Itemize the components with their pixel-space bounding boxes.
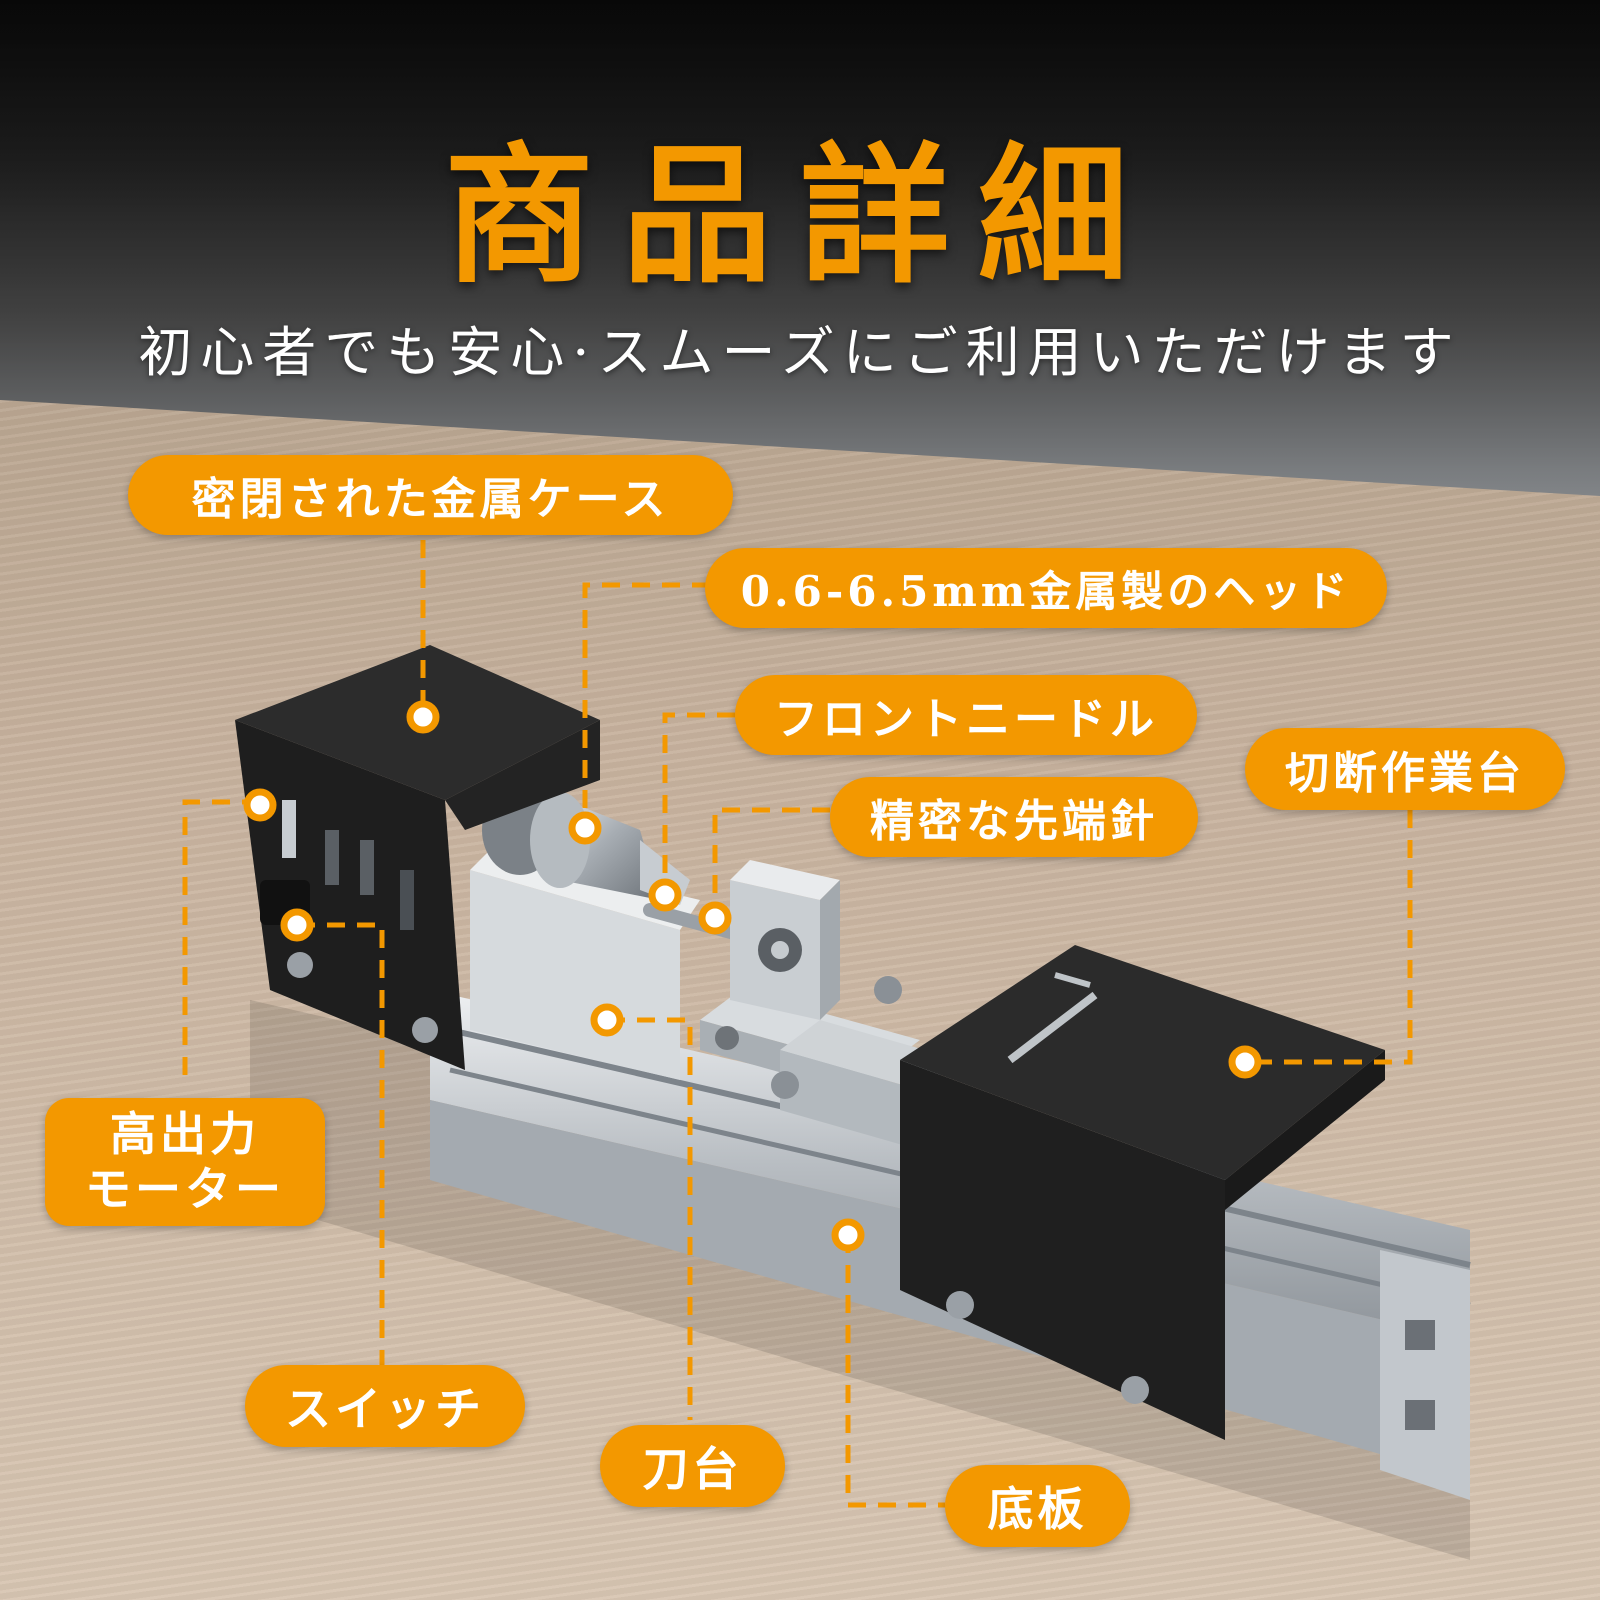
callout-head: 0.6-6.5mm金属製のヘッド bbox=[705, 548, 1387, 628]
tailstock bbox=[730, 860, 840, 1020]
callout-tool-rest: 刀台 bbox=[600, 1425, 785, 1507]
callout-precision-needle: 精密な先端針 bbox=[830, 777, 1198, 857]
callout-motor-line1: 高出力 bbox=[110, 1106, 260, 1161]
callout-front-needle: フロントニードル bbox=[735, 675, 1197, 755]
callout-motor-line2: モーター bbox=[85, 1162, 285, 1216]
callout-cutting-table: 切断作業台 bbox=[1245, 728, 1565, 810]
page-subtitle: 初心者でも安心·スムーズにご利用いただけます bbox=[138, 321, 1462, 384]
page-title: 商品詳細 bbox=[443, 128, 1156, 304]
callout-anchor-dots bbox=[243, 700, 1262, 1252]
callout-metal-case: 密閉された金属ケース bbox=[128, 455, 733, 535]
callout-leader-lines bbox=[182, 540, 1413, 1508]
callout-base-plate: 底板 bbox=[945, 1465, 1130, 1547]
cutting-table-case bbox=[900, 945, 1385, 1440]
callout-switch: スイッチ bbox=[245, 1365, 525, 1447]
background-wall bbox=[0, 0, 1600, 470]
callout-motor: 高出力 モーター bbox=[45, 1098, 325, 1226]
